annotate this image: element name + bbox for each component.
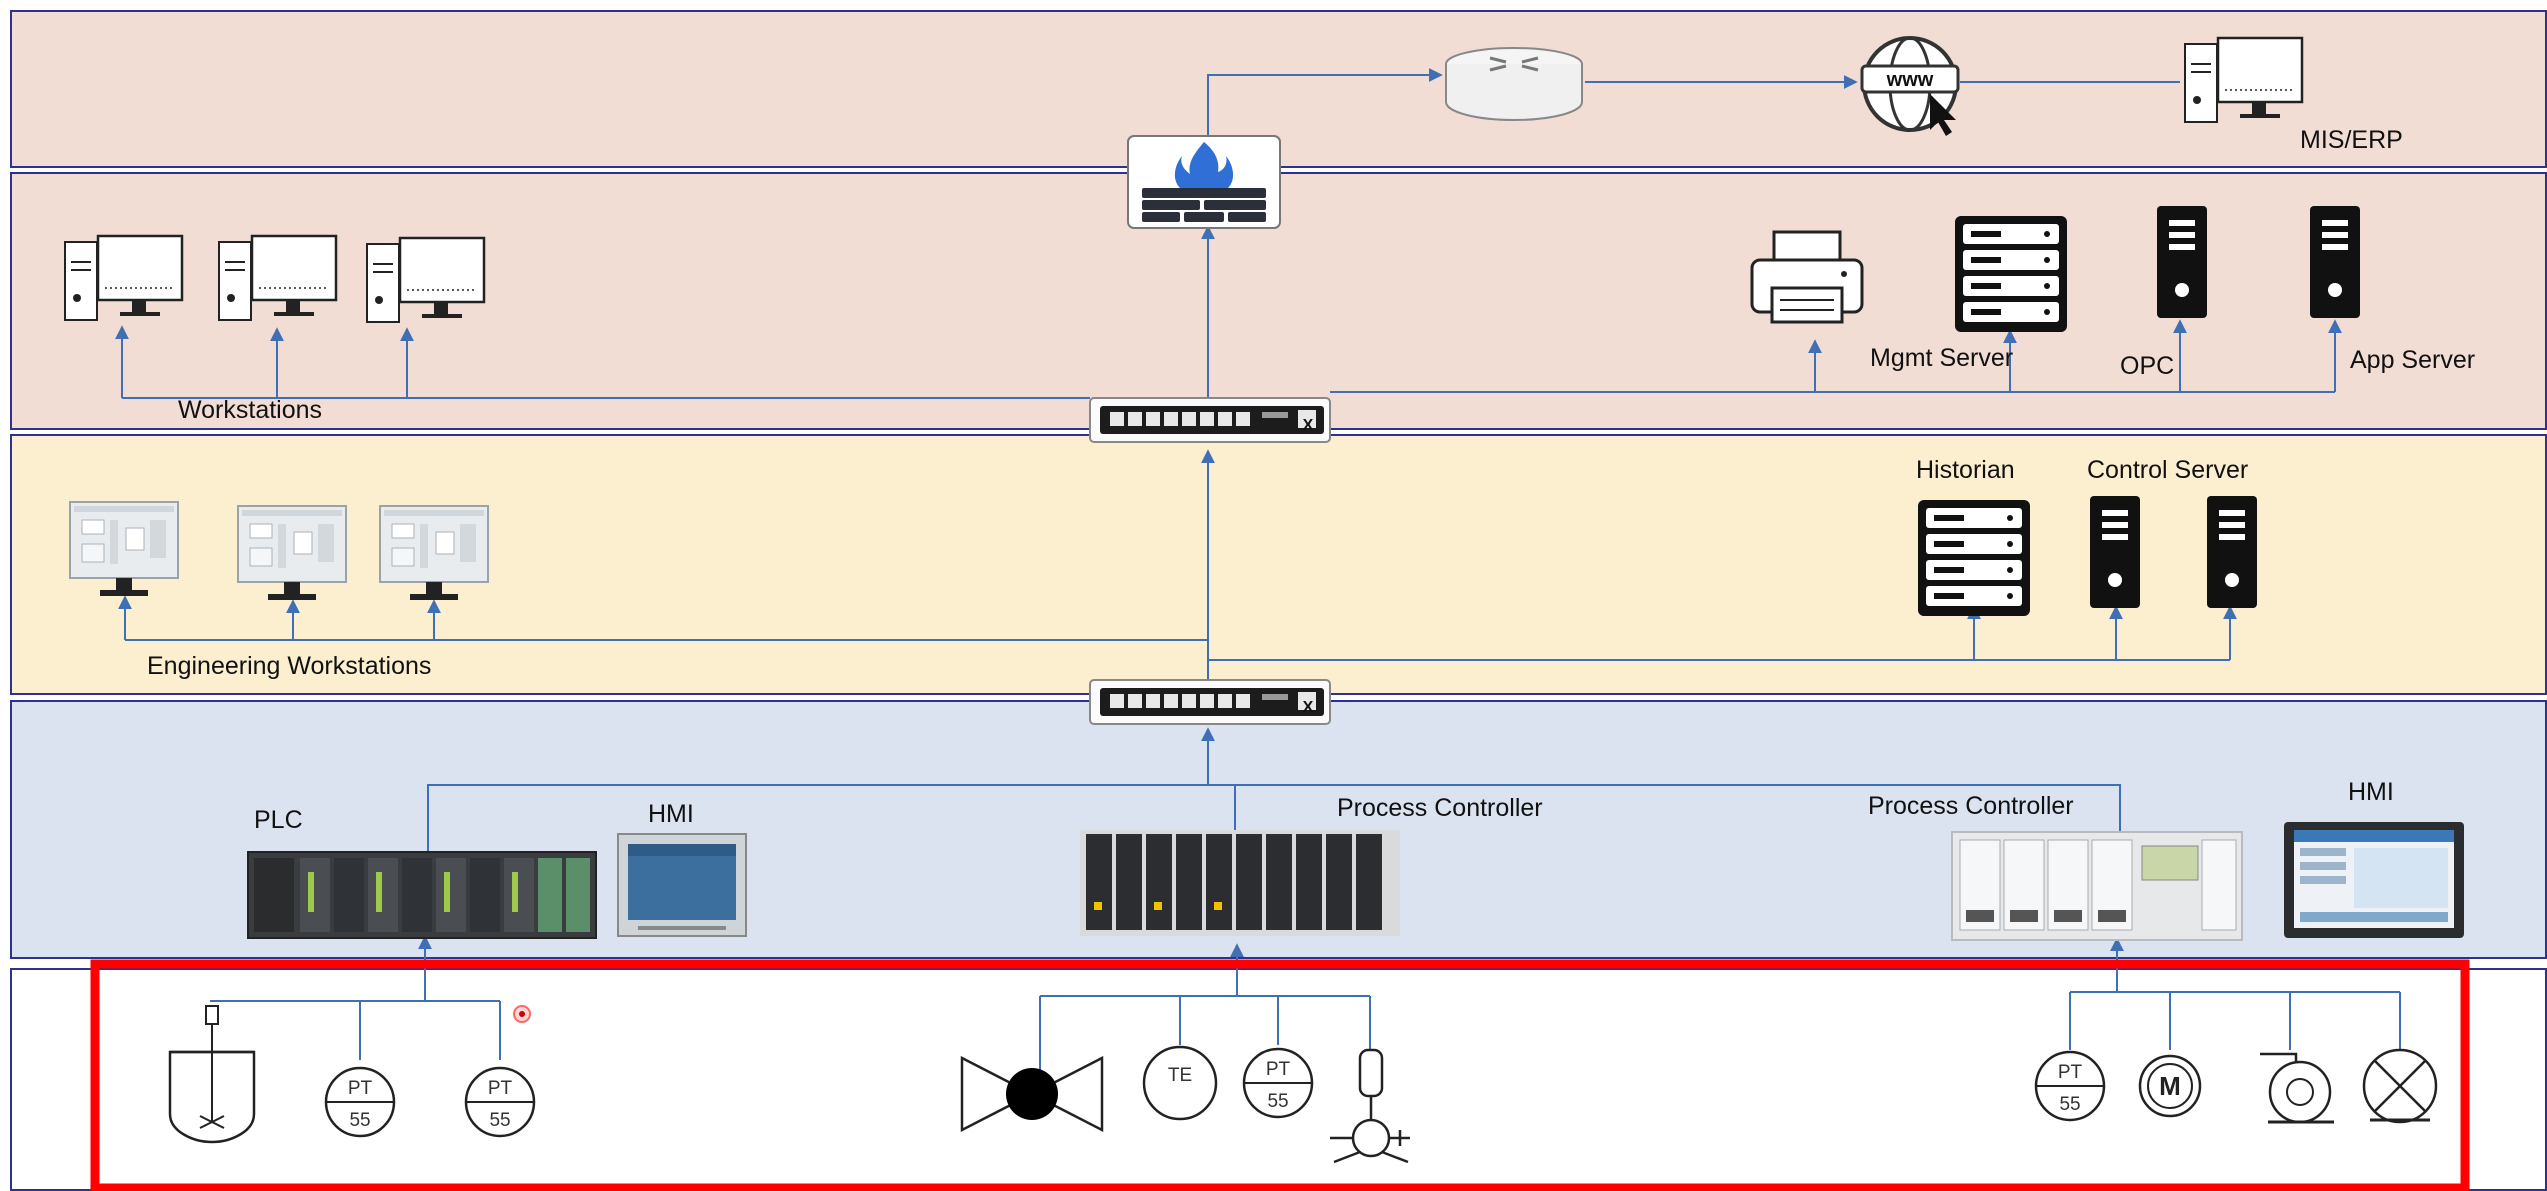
process-controller-right-image bbox=[1951, 831, 2243, 941]
pt-1-number: 55 bbox=[349, 1110, 370, 1131]
historian-label: Historian bbox=[1916, 456, 2015, 484]
control-valve-symbol bbox=[960, 1055, 1104, 1133]
workstations-label: Workstations bbox=[178, 396, 323, 424]
positive-displacement-pump-symbol bbox=[1330, 1048, 1410, 1164]
app-server-label: App Server bbox=[2350, 346, 2476, 374]
fan-blower-symbol bbox=[2362, 1048, 2438, 1124]
workstation-2-icon bbox=[217, 234, 338, 322]
pressure-transmitter-1-symbol: PT 55 bbox=[324, 1066, 396, 1138]
printer-icon bbox=[1750, 230, 1864, 324]
mgmt-server-label: Mgmt Server bbox=[1870, 344, 2014, 372]
router-icon bbox=[1445, 47, 1583, 122]
hmi-right-panel-image bbox=[2284, 822, 2464, 938]
hmi-left-panel-image bbox=[617, 833, 747, 937]
pt-2-tag: PT bbox=[488, 1078, 513, 1099]
internet-www-text: www bbox=[1886, 69, 1934, 91]
opc-server-tower-icon bbox=[2157, 206, 2207, 318]
firewall-icon bbox=[1127, 135, 1281, 229]
pt-4-number: 55 bbox=[2059, 1094, 2080, 1115]
field-devices-highlight bbox=[90, 959, 2470, 1191]
plc-label: PLC bbox=[254, 806, 303, 834]
switch-2-badge: X bbox=[1303, 699, 1314, 716]
pt-4-tag: PT bbox=[2058, 1062, 2083, 1083]
pt-1-tag: PT bbox=[348, 1078, 373, 1099]
engineering-workstation-1-icon bbox=[69, 501, 179, 597]
network-switch-1-icon bbox=[1089, 397, 1331, 443]
motor-symbol: M bbox=[2138, 1054, 2202, 1118]
mis-erp-label: MIS/ERP bbox=[2300, 126, 2403, 154]
workstation-1-icon bbox=[63, 234, 184, 322]
engineering-workstation-3-icon bbox=[379, 505, 489, 601]
engineering-workstations-label: Engineering Workstations bbox=[147, 652, 432, 680]
plc-rack-image bbox=[247, 851, 597, 939]
centrifugal-pump-symbol bbox=[2260, 1052, 2334, 1124]
process-controller-center-image bbox=[1080, 830, 1400, 936]
hmi-left-label: HMI bbox=[648, 800, 694, 828]
control-server-label: Control Server bbox=[2087, 456, 2249, 484]
switch-1-badge: X bbox=[1303, 417, 1314, 434]
temperature-element-symbol: TE bbox=[1142, 1045, 1218, 1121]
pressure-transmitter-3-symbol: PT 55 bbox=[1242, 1047, 1314, 1119]
hmi-right-label: HMI bbox=[2348, 778, 2394, 806]
mgmt-server-rack-icon bbox=[1955, 216, 2067, 332]
pt-3-number: 55 bbox=[1267, 1091, 1288, 1112]
pressure-transmitter-2-symbol: PT 55 bbox=[464, 1066, 536, 1138]
motor-tag: M bbox=[2159, 1071, 2181, 1101]
agitated-tank-symbol bbox=[168, 1005, 256, 1144]
control-server-2-tower-icon bbox=[2207, 496, 2257, 608]
internet-www-icon: www bbox=[1860, 36, 1960, 136]
opc-label: OPC bbox=[2120, 352, 2175, 380]
pt-2-number: 55 bbox=[489, 1110, 510, 1131]
engineering-workstation-2-icon bbox=[237, 505, 347, 601]
app-server-tower-icon bbox=[2310, 206, 2360, 318]
te-tag: TE bbox=[1168, 1065, 1192, 1086]
control-server-1-tower-icon bbox=[2090, 496, 2140, 608]
process-controller-center-label: Process Controller bbox=[1337, 794, 1543, 822]
historian-server-rack-icon bbox=[1918, 500, 2030, 616]
mis-erp-computer-icon bbox=[2183, 36, 2304, 124]
workstation-3-icon bbox=[365, 236, 486, 324]
pressure-transmitter-4-symbol: PT 55 bbox=[2034, 1050, 2106, 1122]
process-controller-right-label: Process Controller bbox=[1868, 792, 2074, 820]
pt-3-tag: PT bbox=[1266, 1059, 1291, 1080]
network-switch-2-icon bbox=[1089, 679, 1331, 725]
